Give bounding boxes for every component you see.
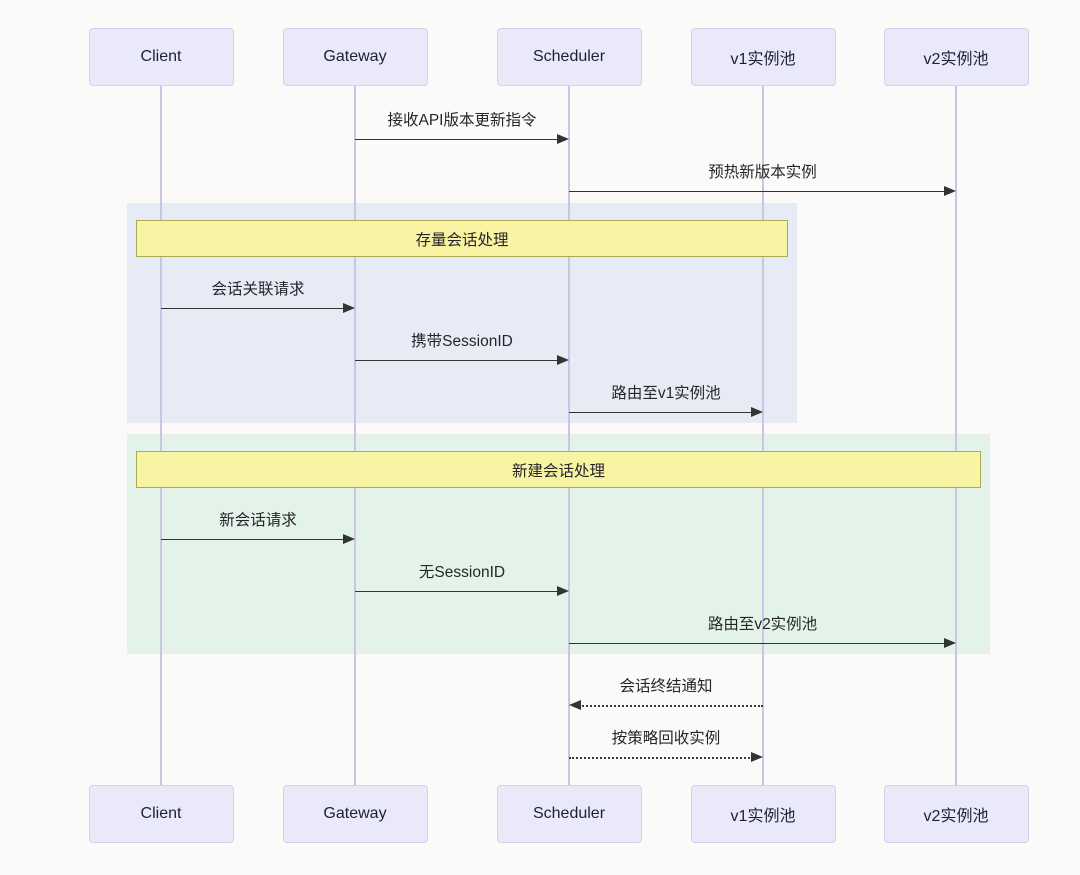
message-label: 携带SessionID	[411, 333, 513, 350]
actor-box-v1pool-bottom: v1实例池	[690, 785, 836, 843]
message-label: 会话关联请求	[211, 281, 305, 298]
fragment-title-bar: 新建会话处理	[136, 451, 981, 488]
message-arrow-line	[355, 139, 559, 140]
message-arrow-line	[355, 591, 559, 592]
message-arrow-line	[161, 308, 345, 309]
actor-box-gateway-top: Gateway	[282, 28, 428, 86]
fragment-title: 新建会话处理	[511, 462, 605, 480]
message-label: 接收API版本更新指令	[387, 112, 537, 129]
message-arrowhead	[751, 752, 763, 762]
message-label: 无SessionID	[418, 564, 506, 581]
message-arrowhead	[944, 186, 956, 196]
actor-label: v1实例池	[730, 51, 796, 68]
message-label: 会话终结通知	[619, 678, 713, 695]
actor-box-scheduler-bottom: Scheduler	[496, 785, 642, 843]
message-arrowhead	[557, 134, 569, 144]
message-arrow-line	[569, 191, 946, 192]
actor-box-v2pool-top: v2实例池	[883, 28, 1029, 86]
actor-label: Client	[140, 48, 182, 65]
message-arrow-line	[569, 643, 946, 644]
actor-box-v1pool-top: v1实例池	[690, 28, 836, 86]
message-arrowhead	[751, 407, 763, 417]
actor-label: Gateway	[323, 48, 387, 65]
message-label: 预热新版本实例	[708, 164, 817, 181]
message-arrowhead	[343, 534, 355, 544]
actor-label: v2实例池	[923, 51, 989, 68]
actor-box-scheduler-top: Scheduler	[496, 28, 642, 86]
message-arrowhead	[557, 586, 569, 596]
actor-label: Client	[140, 805, 182, 822]
actor-box-gateway-bottom: Gateway	[282, 785, 428, 843]
lifeline-scheduler	[568, 86, 570, 787]
actor-box-v2pool-bottom: v2实例池	[883, 785, 1029, 843]
actor-label: Scheduler	[532, 48, 606, 65]
message-arrowhead	[557, 355, 569, 365]
message-arrow-line	[161, 539, 345, 540]
message-arrowhead	[569, 700, 581, 710]
lifeline-client	[160, 86, 162, 787]
message-arrowhead	[944, 638, 956, 648]
message-arrowhead	[343, 303, 355, 313]
message-label: 按策略回收实例	[611, 730, 721, 747]
lifeline-gateway	[354, 86, 356, 787]
message-arrow-line	[569, 412, 753, 413]
lifeline-v1pool	[762, 86, 764, 787]
message-arrow-line	[579, 705, 763, 707]
actor-label: Gateway	[323, 805, 387, 822]
message-arrow-line	[355, 360, 559, 361]
actor-box-client-top: Client	[88, 28, 234, 86]
fragment-title-bar: 存量会话处理	[136, 220, 788, 257]
actor-label: v1实例池	[730, 808, 796, 825]
actor-label: Scheduler	[532, 805, 606, 822]
fragment-title: 存量会话处理	[415, 231, 509, 249]
actor-box-client-bottom: Client	[88, 785, 234, 843]
actor-label: v2实例池	[923, 808, 989, 825]
message-label: 路由至v1实例池	[611, 385, 721, 402]
message-label: 路由至v2实例池	[707, 616, 818, 633]
message-arrow-line	[569, 757, 753, 759]
lifeline-v2pool	[955, 86, 957, 787]
message-label: 新会话请求	[219, 512, 297, 529]
